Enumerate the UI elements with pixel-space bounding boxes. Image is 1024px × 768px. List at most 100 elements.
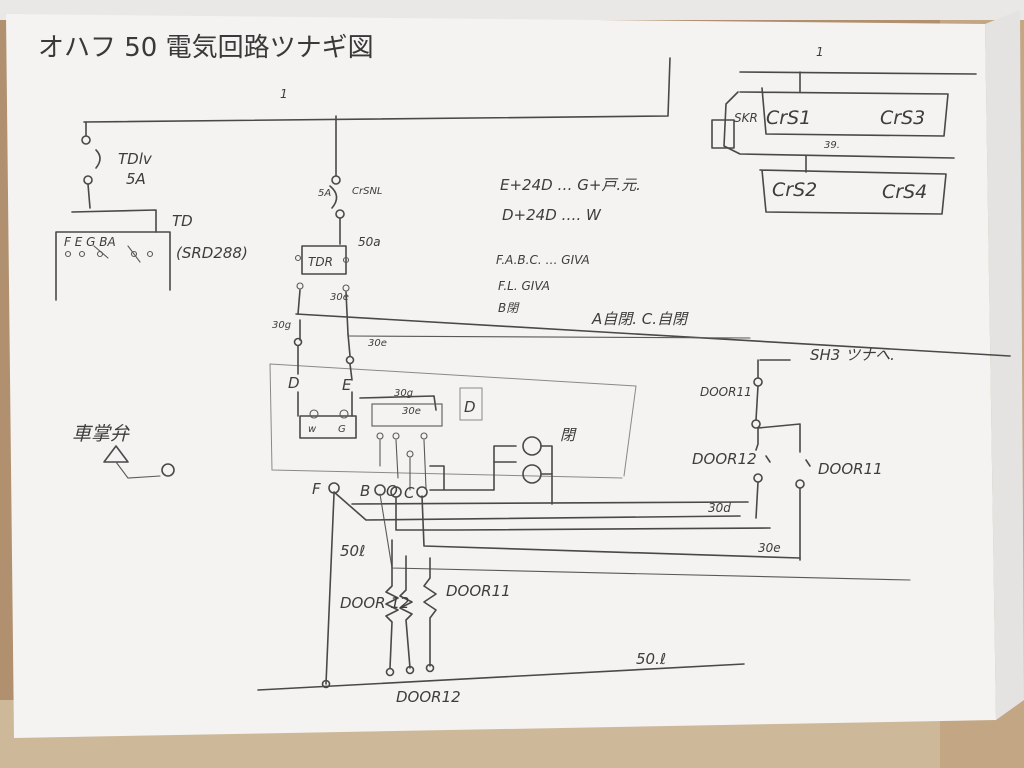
w50e-label: 50ℓ: [340, 542, 365, 560]
bottom-node-1: [321, 679, 331, 689]
tdr-contact-a: [294, 254, 302, 262]
lamp-side-wiring: [493, 445, 553, 505]
crs-left-frame: [723, 91, 955, 159]
o-terminal: [390, 486, 402, 498]
tdr-relay-box: [301, 245, 347, 275]
relay-coil-term2: [339, 409, 349, 419]
wire-o-right: [395, 497, 771, 531]
w30e-a-label: 30e: [330, 292, 349, 303]
td-terminal-labels: F E G BA: [64, 235, 116, 249]
door11-top-switch: [755, 385, 759, 421]
door12-bottom-label: DOOR12: [396, 688, 461, 706]
wire-30e-right: [347, 335, 751, 339]
crs1-label: CrS1: [766, 107, 811, 129]
relay-coil-wires: [297, 391, 353, 417]
close-label: 閉: [560, 426, 577, 444]
top-one-label: 1: [280, 87, 288, 101]
bottom-node-2: [385, 667, 395, 677]
w30d-label: 30d: [708, 501, 731, 515]
crs3-label: CrS3: [880, 107, 925, 129]
contact-b1: [376, 432, 384, 440]
fuse-symbol: [329, 185, 338, 209]
w30g-b-label: 30g: [394, 388, 413, 399]
relay-top-wire: [739, 71, 977, 75]
contact-down-wires: [379, 439, 427, 491]
door-switch-down-wires: [755, 481, 801, 561]
bottom-node-3: [405, 665, 415, 675]
fuse-terminal-top: [331, 175, 341, 185]
skr-label: SKR: [734, 111, 758, 125]
door12-resistor-right: [399, 555, 413, 669]
tdr-out-left: [296, 282, 304, 290]
w50l-bottom-label: 50.ℓ: [636, 650, 666, 668]
control-box-outline: [269, 363, 637, 479]
shashou-label: 車掌弁: [72, 423, 130, 445]
td-top-wire: [71, 209, 157, 233]
door11-top-label: DOOR11: [700, 385, 752, 399]
legend-line3: F.A.B.C. … GIVA: [496, 253, 590, 267]
contact-group-box: [371, 403, 443, 427]
tdr-output-wires: [297, 289, 349, 335]
td-box: [55, 231, 171, 301]
td-terminal-f: [64, 250, 72, 258]
tdlv-5a-label: 5A: [126, 170, 146, 188]
tdlv-switch: [95, 149, 101, 169]
contact-b3: [406, 450, 414, 458]
legend-line4: F.L. GIVA: [498, 279, 550, 293]
paper-sheet: [6, 14, 996, 738]
crsnl-label: CrSNL: [352, 186, 383, 197]
crs-lower-box: [759, 169, 947, 215]
valve-wire: [115, 461, 161, 479]
relay-g-label: G: [338, 424, 346, 435]
tdlv-down-wire: [87, 183, 91, 209]
b-term-label: B: [360, 482, 370, 500]
vertical-drops: [299, 319, 351, 357]
td-label: TD: [172, 212, 193, 230]
bottom-node-4: [425, 663, 435, 673]
crs-upper-box: [739, 87, 949, 137]
td-model-label: (SRD288): [176, 244, 248, 262]
skr-box: [711, 119, 735, 149]
door12-resistor-left: [385, 539, 399, 669]
relay-drops: [297, 345, 353, 381]
legend-line6: A自閉. C.自閉: [591, 310, 689, 328]
door12-mid-label: DOOR12: [692, 450, 757, 468]
contact-b2: [392, 432, 400, 440]
f-term-label: F: [312, 480, 321, 498]
d-box-small: [459, 387, 483, 421]
paper-behind: [0, 0, 1024, 20]
w50a-label: 50a: [358, 235, 381, 249]
legend-line5: B閉: [498, 301, 520, 315]
wire-c-30e: [421, 495, 801, 559]
wire-30g-to-sh3: [295, 313, 1011, 357]
lamp-wiring: [429, 461, 517, 491]
w30g-label: 30g: [272, 320, 291, 331]
door11-res-label: DOOR11: [446, 582, 511, 600]
td-terminal-e: [78, 250, 86, 258]
tdlv-label: TDlv: [118, 150, 153, 168]
f-down-wire: [325, 493, 335, 685]
w39-label: 39.: [824, 140, 840, 151]
tdr-out-right: [342, 284, 350, 292]
relay-coil-term1: [309, 409, 319, 419]
relay-coil-box: [299, 415, 357, 439]
crs4-label: CrS4: [882, 181, 927, 203]
sh3-label: SH3 ツナへ.: [810, 346, 895, 364]
door11-right-label: DOOR11: [818, 460, 883, 478]
relay-group-one-label: 1: [816, 45, 824, 59]
relay-w-label: w: [308, 424, 317, 435]
td-contact-marks: [93, 245, 141, 263]
door11-bottom-terminal: [751, 419, 761, 429]
w30e-c-label: 30e: [402, 406, 421, 417]
tdlv-terminal-top: [81, 135, 91, 145]
d-term-label: D: [288, 374, 300, 392]
tdr-contact-b: [342, 256, 350, 264]
td-terminal-a: [146, 250, 154, 258]
paper-edge: [985, 10, 1024, 720]
tdr-label: TDR: [308, 255, 333, 269]
w30e-b-label: 30e: [368, 338, 387, 349]
door12-res-label: DOOR 12: [340, 594, 409, 612]
e-term-label: E: [342, 376, 352, 394]
